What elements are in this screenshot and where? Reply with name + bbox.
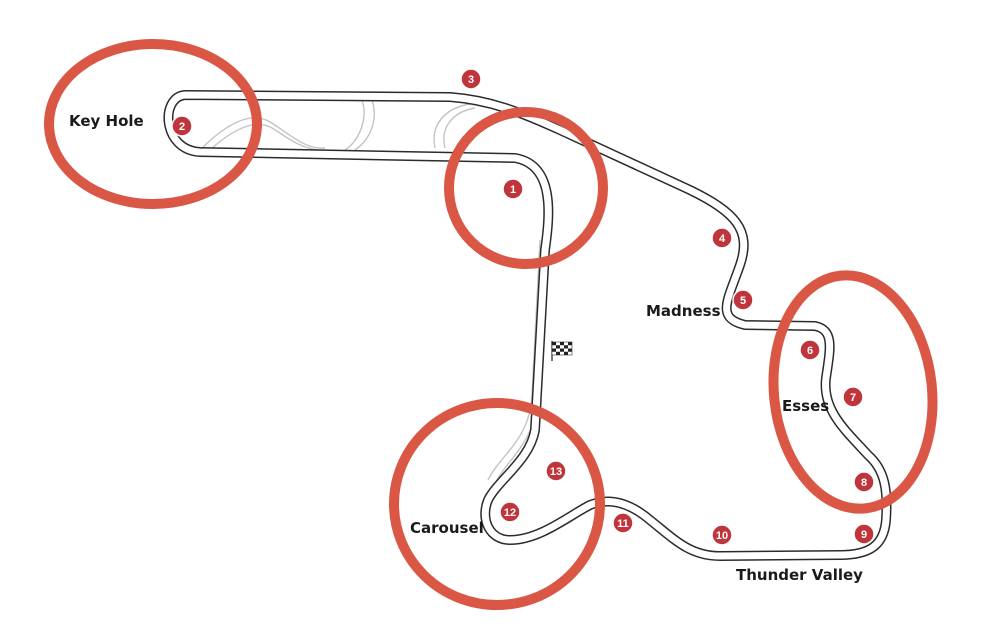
svg-text:4: 4 bbox=[719, 233, 726, 245]
runoff-chicane bbox=[344, 99, 365, 151]
turn-marker-5: 5 bbox=[732, 289, 754, 311]
runoff-lines bbox=[199, 99, 547, 483]
track-surface bbox=[164, 91, 890, 560]
turn-marker-13: 13 bbox=[545, 460, 567, 482]
turn-marker-2: 2 bbox=[171, 115, 193, 137]
ring-carousel bbox=[389, 398, 605, 610]
svg-text:6: 6 bbox=[807, 345, 813, 357]
svg-text:9: 9 bbox=[861, 529, 867, 541]
svg-text:7: 7 bbox=[850, 392, 856, 404]
ring-key-hole bbox=[44, 39, 262, 209]
runoff-pitlane bbox=[487, 239, 541, 481]
turn-marker-11: 11 bbox=[612, 512, 634, 534]
turn-marker-8: 8 bbox=[853, 471, 875, 493]
svg-text:3: 3 bbox=[468, 74, 474, 86]
turn-markers: 1 2 3 4 5 6 7 bbox=[171, 68, 875, 546]
turn-marker-9: 9 bbox=[853, 523, 875, 545]
svg-text:5: 5 bbox=[740, 295, 746, 307]
highlight-rings bbox=[44, 39, 938, 610]
ring-turn-1 bbox=[444, 107, 608, 269]
runoff-keyhole-inner bbox=[209, 123, 319, 151]
label-esses: Esses bbox=[782, 397, 829, 415]
turn-marker-7: 7 bbox=[842, 386, 864, 408]
runoff-keyhole bbox=[199, 117, 326, 151]
runoff-turn3 bbox=[433, 103, 471, 149]
svg-text:2: 2 bbox=[179, 121, 185, 133]
turn-marker-12: 12 bbox=[499, 501, 521, 523]
section-labels: Key Hole Madness Esses Carousel Thunder … bbox=[69, 112, 863, 584]
label-madness: Madness bbox=[646, 302, 721, 320]
svg-text:10: 10 bbox=[716, 530, 728, 542]
turn-marker-1: 1 bbox=[502, 178, 524, 200]
svg-text:11: 11 bbox=[617, 518, 629, 530]
turn-marker-6: 6 bbox=[799, 339, 821, 361]
label-key-hole: Key Hole bbox=[69, 112, 144, 130]
runoff-turn3-2 bbox=[443, 107, 476, 149]
runoff-chicane-2 bbox=[354, 99, 375, 151]
turn-marker-10: 10 bbox=[711, 524, 733, 546]
checkered-flag-icon bbox=[551, 341, 573, 361]
turn-marker-3: 3 bbox=[460, 68, 482, 90]
svg-text:1: 1 bbox=[510, 184, 516, 196]
svg-text:13: 13 bbox=[550, 466, 562, 478]
svg-text:8: 8 bbox=[861, 477, 867, 489]
label-thunder-valley: Thunder Valley bbox=[736, 566, 863, 584]
label-carousel: Carousel bbox=[410, 519, 484, 537]
svg-text:12: 12 bbox=[504, 507, 516, 519]
ring-esses bbox=[768, 270, 938, 514]
turn-marker-4: 4 bbox=[711, 227, 733, 249]
